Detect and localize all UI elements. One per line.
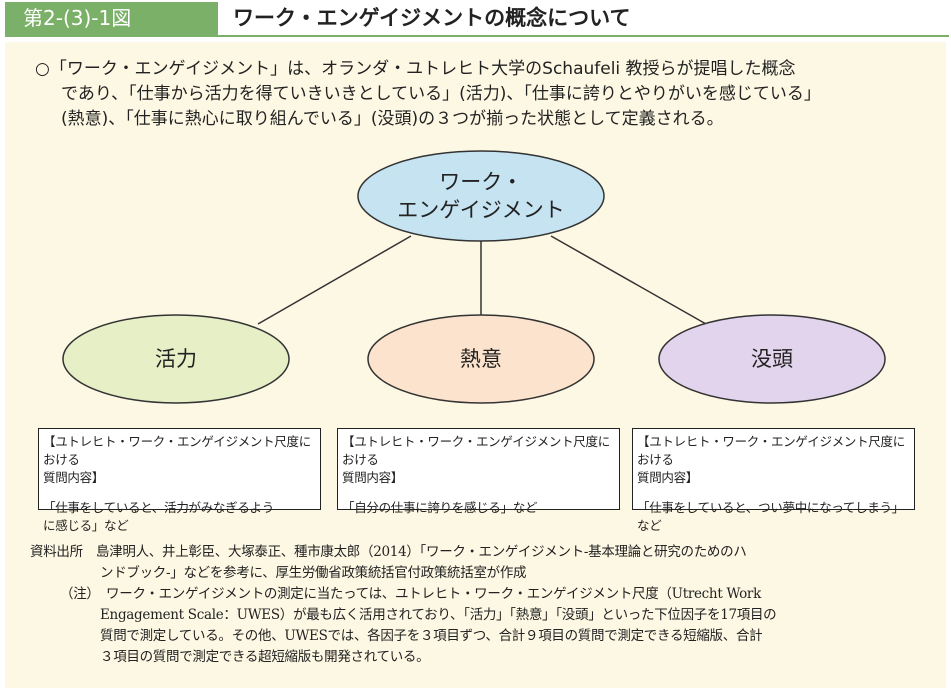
intro-line: (熱意)、「仕事に熱心に取り組んでいる」(没頭)の３つが揃った状態として定義され… — [61, 109, 724, 129]
node-label-dedication: 熱意 — [460, 347, 502, 371]
source-line: ンドブック-」などを参考に、厚生労働省政策統括官付政策統括室が作成 — [100, 565, 527, 581]
source-notes: 資料出所 島津明人、井上彰臣、大塚泰正、種市康太郎（2014）「ワーク・エンゲイ… — [30, 542, 930, 668]
box-example: 「仕事をしていると、活力がみなぎるよう — [43, 500, 274, 515]
question-box-vigor: 【ユトレヒト・ワーク・エンゲイジメント尺度における 質問内容】 「仕事をしている… — [38, 428, 321, 533]
root-node-ellipse — [357, 150, 605, 242]
node-label-vigor: 活力 — [155, 347, 197, 371]
root-label-line: ワーク・ — [439, 170, 523, 194]
question-box-absorption: 【ユトレヒト・ワーク・エンゲイジメント尺度における 質問内容】 「仕事をしている… — [632, 428, 915, 533]
box-example: に感じる」など — [43, 518, 129, 533]
box-example: 「仕事をしていると、つい夢中になってしまう」など — [637, 500, 904, 533]
root-label-line: エンゲイジメント — [397, 198, 565, 222]
connector-line — [257, 235, 412, 325]
box-heading: 【ユトレヒト・ワーク・エンゲイジメント尺度における — [342, 434, 610, 467]
child-node-ellipse — [62, 314, 290, 404]
box-heading: 質問内容】 — [43, 470, 105, 485]
figure-title: ワーク・エンゲイジメントの概念について — [233, 6, 631, 30]
figure-header: 第2-(3)-1図 ワーク・エンゲイジメントの概念について — [5, 2, 949, 37]
box-heading: 質問内容】 — [637, 470, 699, 485]
note-line: Engagement Scale：UWES）が最も広く活用されており、「活力」「… — [100, 607, 777, 623]
node-label-absorption: 没頭 — [751, 347, 793, 371]
note-line: （注） ワーク・エンゲイジメントの測定に当たっては、ユトレヒト・ワーク・エンゲイ… — [60, 586, 761, 602]
child-node-ellipse — [658, 314, 886, 404]
box-heading: 【ユトレヒト・ワーク・エンゲイジメント尺度における — [43, 434, 311, 467]
question-box-dedication: 【ユトレヒト・ワーク・エンゲイジメント尺度における 質問内容】 「自分の仕事に誇… — [337, 428, 620, 515]
intro-line: ○「ワーク・エンゲイジメント」は、オランダ・ユトレヒト大学のSchaufeli … — [35, 59, 796, 79]
note-line: 質問で測定している。その他、UWESでは、各因子を３項目ずつ、合計９項目の質問で… — [100, 628, 763, 644]
intro-line: であり、「仕事から活力を得ていきいきとしている」(活力)、「仕事に誇りとやりがい… — [61, 84, 821, 104]
figure-number: 第2-(3)-1図 — [5, 2, 218, 35]
intro-text: ○「ワーク・エンゲイジメント」は、オランダ・ユトレヒト大学のSchaufeli … — [35, 57, 935, 132]
box-heading: 質問内容】 — [342, 470, 404, 485]
root-node-label: ワーク・ エンゲイジメント — [381, 168, 581, 224]
connector-line — [550, 235, 707, 325]
box-example: 「自分の仕事に誇りを感じる」など — [342, 500, 538, 515]
box-heading: 【ユトレヒト・ワーク・エンゲイジメント尺度における — [637, 434, 905, 467]
note-line: ３項目の質問で測定できる超短縮版も開発されている。 — [100, 649, 430, 665]
source-line: 資料出所 島津明人、井上彰臣、大塚泰正、種市康太郎（2014）「ワーク・エンゲイ… — [30, 544, 747, 560]
child-node-ellipse — [367, 314, 595, 404]
